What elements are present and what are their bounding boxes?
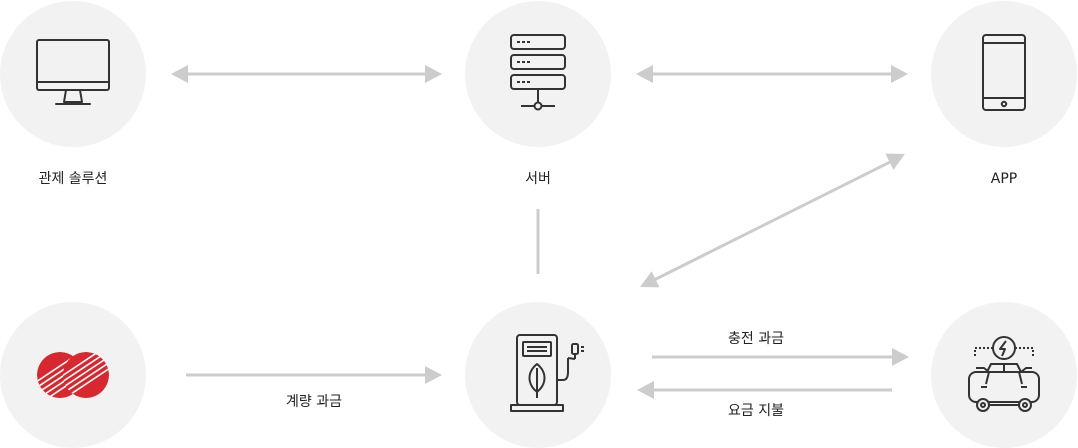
arrowhead-app-side bbox=[891, 65, 908, 83]
label-app: APP bbox=[990, 171, 1018, 187]
arrowhead-charger-diag bbox=[640, 271, 660, 288]
arrowhead-car-charger bbox=[637, 381, 654, 399]
ev-charger-icon bbox=[510, 334, 584, 412]
arrowhead-server-left bbox=[636, 65, 653, 83]
electric-car-icon bbox=[968, 336, 1040, 412]
server-icon bbox=[510, 34, 566, 111]
arrow-app-charger bbox=[653, 159, 893, 282]
label-server: 서버 bbox=[525, 171, 551, 187]
node-control-solution bbox=[0, 1, 146, 147]
label-fee-payment: 요금 지불 bbox=[728, 403, 784, 419]
smartphone-icon bbox=[982, 34, 1026, 111]
node-electric-car bbox=[931, 302, 1077, 448]
node-power-company bbox=[0, 302, 146, 448]
node-app bbox=[931, 1, 1077, 147]
arrowhead-server-side bbox=[425, 65, 442, 83]
label-control-solution: 관제 솔루션 bbox=[38, 171, 108, 187]
label-charging-billing: 충전 과금 bbox=[728, 331, 784, 347]
arrowhead-meter-charger bbox=[425, 366, 442, 384]
power-company-logo bbox=[37, 352, 109, 398]
arrowhead-charger-car bbox=[892, 348, 909, 366]
arrowhead-app-diag bbox=[885, 153, 905, 170]
label-meter-billing: 계량 과금 bbox=[286, 394, 342, 410]
node-ev-charger bbox=[465, 302, 611, 448]
node-server bbox=[465, 1, 611, 147]
arrowhead-control-side bbox=[171, 65, 188, 83]
monitor-icon bbox=[36, 39, 110, 105]
